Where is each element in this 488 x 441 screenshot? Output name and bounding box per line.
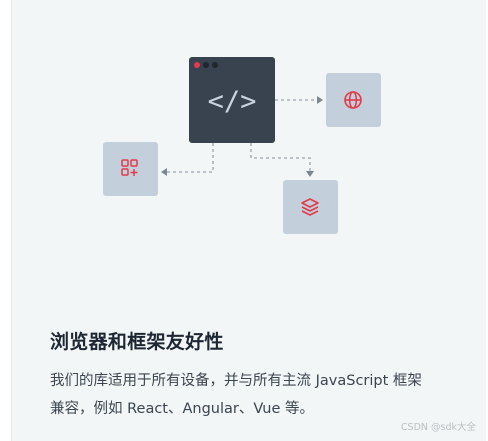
arrow-head-globe [317, 96, 323, 104]
arrow-to-layers [250, 143, 311, 172]
window-dot-dark-2 [212, 62, 218, 68]
globe-tile [326, 73, 381, 127]
code-window: </> [189, 57, 275, 143]
watermark: CSDN @sdk大全 [400, 422, 476, 433]
add-grid-icon [121, 159, 138, 176]
feature-title: 浏览器和框架友好性 [50, 331, 224, 353]
description-line-2: 兼容，例如 React、Angular、Vue 等。 [50, 401, 315, 417]
window-dot-dark-1 [203, 62, 209, 68]
description-line-1: 我们的库适用于所有设备，并与所有主流 JavaScript 框架 [50, 373, 422, 389]
arrow-to-grid [166, 143, 214, 173]
window-dot-red [194, 62, 200, 68]
layers-tile [283, 180, 338, 234]
arrow-head-grid [161, 168, 167, 176]
left-border [11, 0, 12, 441]
layers-icon [301, 198, 319, 216]
feature-description: 我们的库适用于所有设备，并与所有主流 JavaScript 框架 兼容，例如 R… [50, 367, 450, 423]
grid-tile [103, 142, 158, 196]
code-symbol: </> [208, 86, 257, 117]
globe-icon [344, 91, 362, 109]
arrow-head-layers [306, 171, 314, 177]
